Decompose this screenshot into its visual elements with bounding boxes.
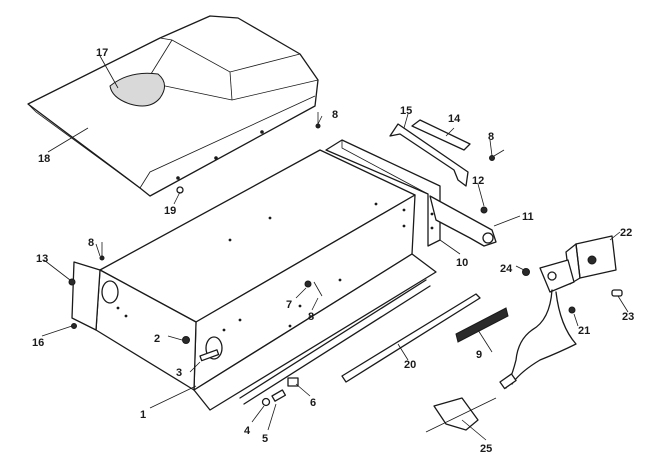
bolt-16 [71,323,77,329]
callout-8-top: 8 [332,109,338,121]
callout-14: 14 [448,113,461,125]
nut-12 [480,206,488,214]
bolt-5 [271,389,287,402]
callout-17: 17 [96,47,108,59]
bolt-3 [199,349,220,362]
callout-20: 20 [404,359,416,371]
callout-8-mid: 8 [308,311,314,323]
callout-23: 23 [622,311,634,323]
washer-19 [176,186,184,194]
callout-11: 11 [522,211,534,223]
screw-21 [568,306,576,314]
callout-8-right: 8 [488,131,494,143]
bulb-23 [611,289,623,297]
callout-18: 18 [38,153,50,165]
callout-15: 15 [400,105,412,117]
seat-cover [27,15,319,197]
callout-2: 2 [154,333,160,345]
callout-6: 6 [310,397,316,409]
leader-lines [41,55,629,441]
seat-pad [109,72,165,107]
washer-4 [261,397,271,407]
mount-plate [433,397,479,431]
spacer-6 [287,377,299,387]
callout-16: 16 [32,337,44,349]
callout-25: 25 [480,443,492,455]
nut-2 [182,336,190,344]
callout-24: 24 [500,263,513,275]
callout-5: 5 [262,433,268,445]
callout-8-left: 8 [88,237,94,249]
callout-1: 1 [140,409,146,421]
bolt-8b [489,155,495,161]
tray-frame [71,149,437,411]
callout-3: 3 [176,367,182,379]
grab-handle [389,123,469,187]
callout-labels: 17 18 19 8 15 14 8 12 11 10 22 24 23 21 … [32,47,634,455]
callout-13: 13 [36,253,48,265]
tail-light [539,235,617,293]
callout-12: 12 [472,175,484,187]
callout-9: 9 [476,349,482,361]
nut-7 [304,280,312,288]
nut-13 [68,278,76,286]
wire-harness [505,289,553,389]
callout-21: 21 [578,325,590,337]
callout-19: 19 [164,205,176,217]
callout-22: 22 [620,227,632,239]
reflector-strip [411,119,471,151]
callout-7: 7 [286,299,292,311]
callout-4: 4 [244,425,251,437]
rear-reflector [455,307,509,343]
nut-24 [522,268,530,276]
trim-strip [341,293,481,383]
callout-10: 10 [456,257,468,269]
support-arm [429,195,497,247]
